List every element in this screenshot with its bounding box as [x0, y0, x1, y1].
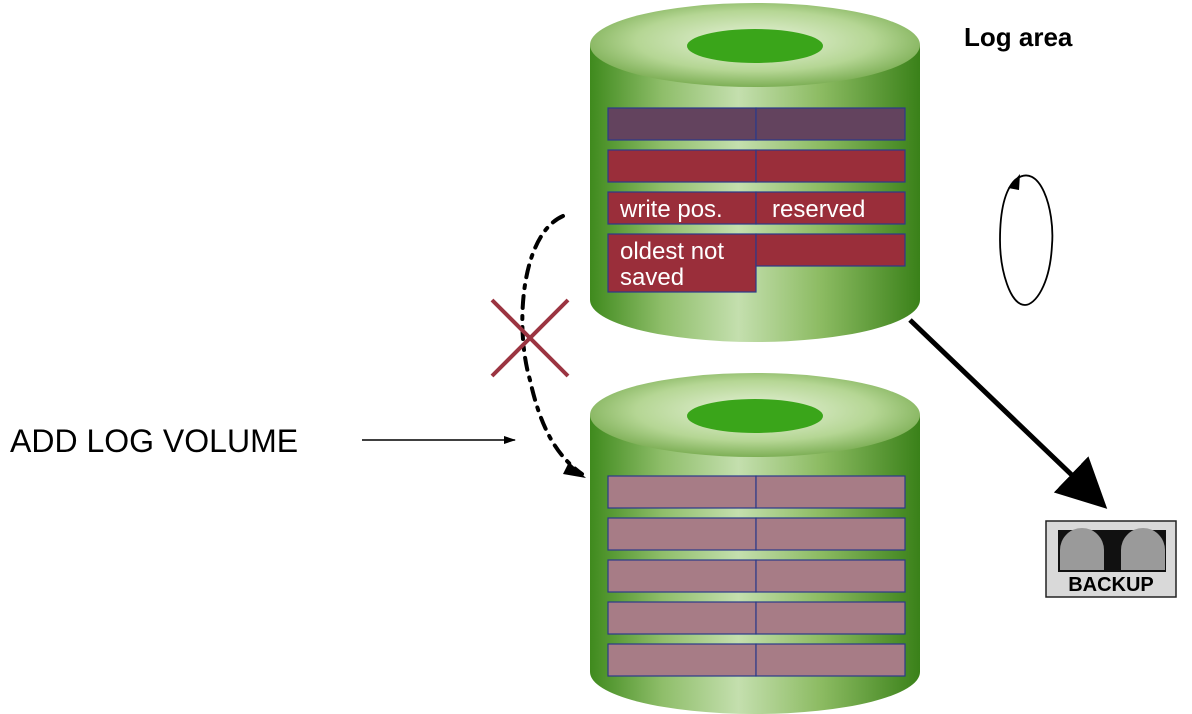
upper-segment-right-label: reserved: [772, 196, 865, 223]
upper-segment-left-label: saved: [620, 264, 684, 291]
upper-segment-right: [755, 233, 906, 267]
add-log-volume-label: ADD LOG VOLUME: [10, 423, 298, 459]
wrap-to-new-volume-arrow: [520, 214, 584, 476]
diagram-title: Log area: [964, 22, 1073, 52]
lower-segment-left: [607, 601, 757, 635]
upper-segment-left-label: oldest not: [620, 238, 724, 265]
lower-log-volume: [590, 373, 920, 714]
lower-segment-left: [607, 643, 757, 677]
lower-segment-right: [755, 643, 906, 677]
upper-segment-left: [607, 107, 757, 141]
upper-segment-right: [755, 149, 906, 183]
lower-segment-left: [607, 517, 757, 551]
backup-tape-icon: BACKUP: [1045, 520, 1177, 598]
upper-segment-left: [607, 233, 757, 293]
upper-segment-left: [607, 149, 757, 183]
upper-segment-left-label: write pos.: [619, 196, 723, 223]
wrap-arrow-head: [563, 462, 586, 478]
lower-segment-left: [607, 559, 757, 593]
lower-segment-right: [755, 517, 906, 551]
upper-segment-right: [755, 107, 906, 141]
backup-label: BACKUP: [1068, 574, 1154, 596]
lower-segment-right: [755, 559, 906, 593]
cross-icon: [490, 298, 570, 378]
upper-segment-right: [755, 191, 906, 225]
lower-segment-right: [755, 475, 906, 509]
upper-cylinder-hole: [687, 29, 823, 63]
upper-segment-left: [607, 191, 757, 225]
backup-arrow: [908, 318, 1108, 509]
lower-segment-right: [755, 601, 906, 635]
circular-arrow-icon: [999, 174, 1054, 306]
lower-cylinder-hole: [687, 399, 823, 433]
lower-segment-left: [607, 475, 757, 509]
